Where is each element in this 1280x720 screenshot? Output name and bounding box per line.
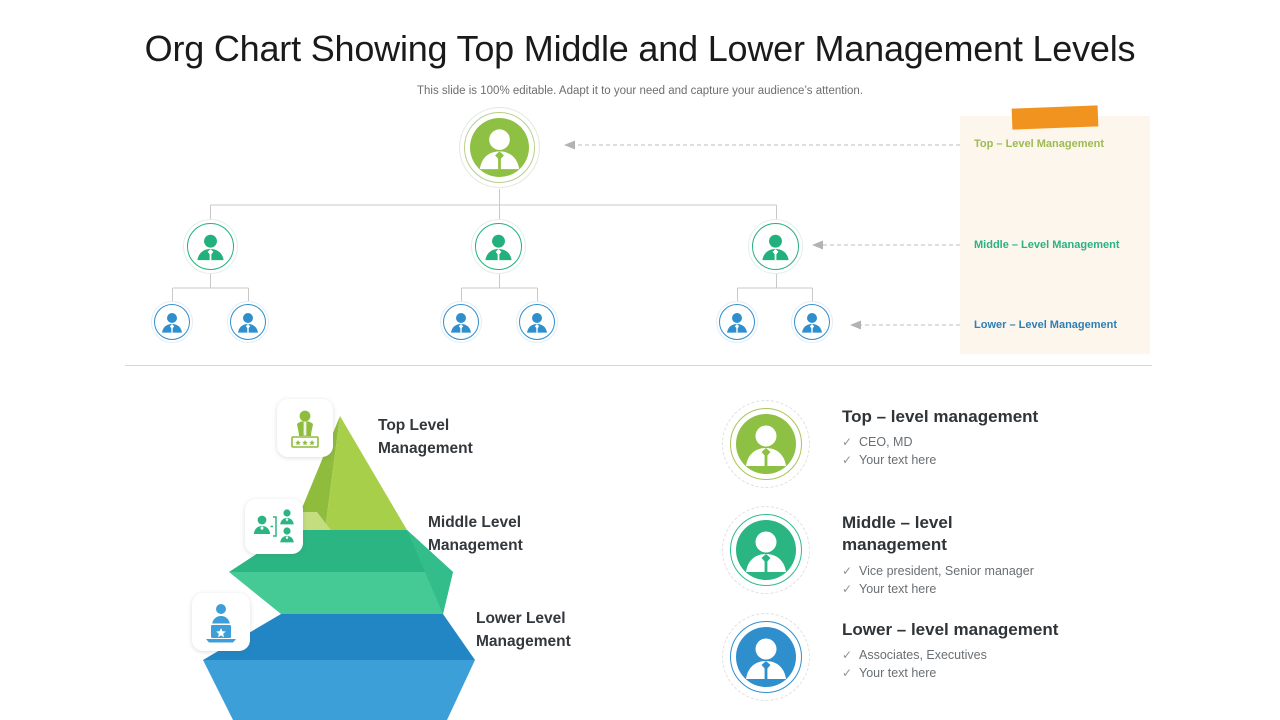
list-item-label: Your text here bbox=[859, 581, 937, 596]
avatar-disc bbox=[736, 520, 796, 580]
legend-heading: Top – level management bbox=[842, 407, 1039, 426]
legend-text-block: Middle – level management ✓ Vice presiden… bbox=[842, 512, 1034, 599]
legend-bullet-list: ✓ CEO, MD ✓ Your text here bbox=[842, 434, 1142, 470]
person-avatar-icon bbox=[470, 118, 529, 177]
person-avatar-icon bbox=[191, 227, 230, 266]
org-node-middle-1[interactable] bbox=[183, 219, 238, 274]
legend-bullet-list: ✓ Vice president, Senior manager ✓ Your te… bbox=[842, 563, 1034, 599]
pyramid-label-lower-level: Lower Level Management bbox=[476, 607, 636, 654]
check-icon: ✓ bbox=[842, 666, 853, 681]
org-node-middle-3[interactable] bbox=[748, 219, 803, 274]
avatar-disc bbox=[736, 414, 796, 474]
list-item: ✓ CEO, MD bbox=[842, 434, 1142, 452]
avatar-disc bbox=[736, 627, 796, 687]
person-avatar-icon bbox=[756, 227, 795, 266]
note-label-top-level: Top – Level Management bbox=[974, 138, 1104, 150]
legend-heading: Middle – level management bbox=[842, 513, 953, 555]
note-label-middle-level: Middle – Level Management bbox=[974, 239, 1120, 251]
org-node-lower-1[interactable] bbox=[151, 301, 193, 343]
legend-heading: Lower – level management bbox=[842, 620, 1059, 639]
avatar-outer-ring bbox=[722, 613, 810, 701]
pyramid-middle-front-face bbox=[229, 572, 453, 614]
note-panel bbox=[960, 116, 1150, 354]
node-ring bbox=[719, 304, 755, 340]
org-node-lower-3[interactable] bbox=[440, 301, 482, 343]
note-label-lower-level: Lower – Level Management bbox=[974, 319, 1118, 331]
org-node-middle-2[interactable] bbox=[471, 219, 526, 274]
legend-bullet-list: ✓ Associates, Executives ✓ Your text here bbox=[842, 647, 1142, 683]
person-avatar-icon bbox=[157, 307, 187, 337]
check-icon: ✓ bbox=[842, 648, 853, 663]
org-node-top-level[interactable] bbox=[459, 107, 540, 188]
person-avatar-icon bbox=[722, 506, 810, 594]
list-item: ✓ Your text here bbox=[842, 452, 1142, 470]
list-item: ✓ Associates, Executives bbox=[842, 647, 1142, 665]
node-ring bbox=[230, 304, 266, 340]
page-title: Org Chart Showing Top Middle and Lower M… bbox=[144, 28, 1136, 69]
person-avatar-icon bbox=[446, 307, 476, 337]
list-item-label: Your text here bbox=[859, 453, 937, 468]
pyramid-label-middle-level: Middle Level Management bbox=[428, 511, 588, 558]
pyramid-base-front-face bbox=[203, 660, 475, 720]
check-icon: ✓ bbox=[842, 453, 853, 468]
podium-speaker-icon[interactable] bbox=[277, 399, 333, 457]
org-node-lower-2[interactable] bbox=[227, 301, 269, 343]
node-ring bbox=[794, 304, 830, 340]
avatar-ring bbox=[730, 408, 802, 480]
pyramid-label-line-2: Management bbox=[428, 537, 523, 555]
node-ring bbox=[187, 223, 234, 270]
avatar-outer-ring bbox=[722, 506, 810, 594]
node-ring bbox=[154, 304, 190, 340]
org-node-lower-5[interactable] bbox=[716, 301, 758, 343]
tape-strip-icon bbox=[1011, 105, 1099, 130]
legend-text-block: Lower – level management ✓ Associates, Ex… bbox=[842, 619, 1142, 683]
team-hierarchy-icon[interactable] bbox=[245, 499, 303, 554]
list-item-label: Vice president, Senior manager bbox=[859, 563, 1034, 578]
person-avatar-icon bbox=[233, 307, 263, 337]
pyramid-label-top-level: Top Level Management bbox=[378, 414, 538, 461]
person-avatar-icon bbox=[522, 307, 552, 337]
check-icon: ✓ bbox=[842, 435, 853, 450]
list-item: ✓ Vice president, Senior manager bbox=[842, 563, 1034, 581]
laptop-worker-icon[interactable] bbox=[192, 593, 250, 651]
avatar-ring bbox=[730, 514, 802, 586]
pyramid-apex-right-face bbox=[325, 416, 407, 530]
pyramid-label-line-1: Lower Level bbox=[476, 610, 566, 627]
avatar-ring bbox=[730, 621, 802, 693]
org-node-lower-6[interactable] bbox=[791, 301, 833, 343]
node-ring bbox=[464, 112, 535, 183]
node-ring bbox=[475, 223, 522, 270]
person-avatar-icon bbox=[722, 613, 810, 701]
section-divider bbox=[125, 365, 1152, 366]
node-ring bbox=[752, 223, 799, 270]
list-item-label: Your text here bbox=[859, 666, 937, 681]
org-node-lower-4[interactable] bbox=[516, 301, 558, 343]
page-subtitle: This slide is 100% editable. Adapt it to… bbox=[416, 85, 864, 97]
avatar-outer-ring bbox=[722, 400, 810, 488]
person-avatar-icon bbox=[722, 400, 810, 488]
legend-text-block: Top – level management ✓ CEO, MD ✓ Your te… bbox=[842, 406, 1142, 470]
person-avatar-icon bbox=[722, 307, 752, 337]
list-item-label: CEO, MD bbox=[859, 435, 913, 450]
person-avatar-icon bbox=[479, 227, 518, 266]
check-icon: ✓ bbox=[842, 563, 853, 578]
pyramid-label-line-2: Management bbox=[378, 440, 473, 458]
list-item: ✓ Your text here bbox=[842, 665, 1142, 683]
node-ring bbox=[519, 304, 555, 340]
node-ring bbox=[443, 304, 479, 340]
check-icon: ✓ bbox=[842, 581, 853, 596]
list-item-label: Associates, Executives bbox=[859, 648, 987, 663]
pyramid-base-top-face bbox=[203, 614, 475, 660]
person-avatar-icon bbox=[797, 307, 827, 337]
pyramid-label-line-2: Management bbox=[476, 633, 571, 651]
pyramid-label-line-1: Top Level bbox=[378, 417, 450, 434]
list-item: ✓ Your text here bbox=[842, 581, 1012, 599]
pyramid-label-line-1: Middle Level bbox=[428, 514, 522, 531]
